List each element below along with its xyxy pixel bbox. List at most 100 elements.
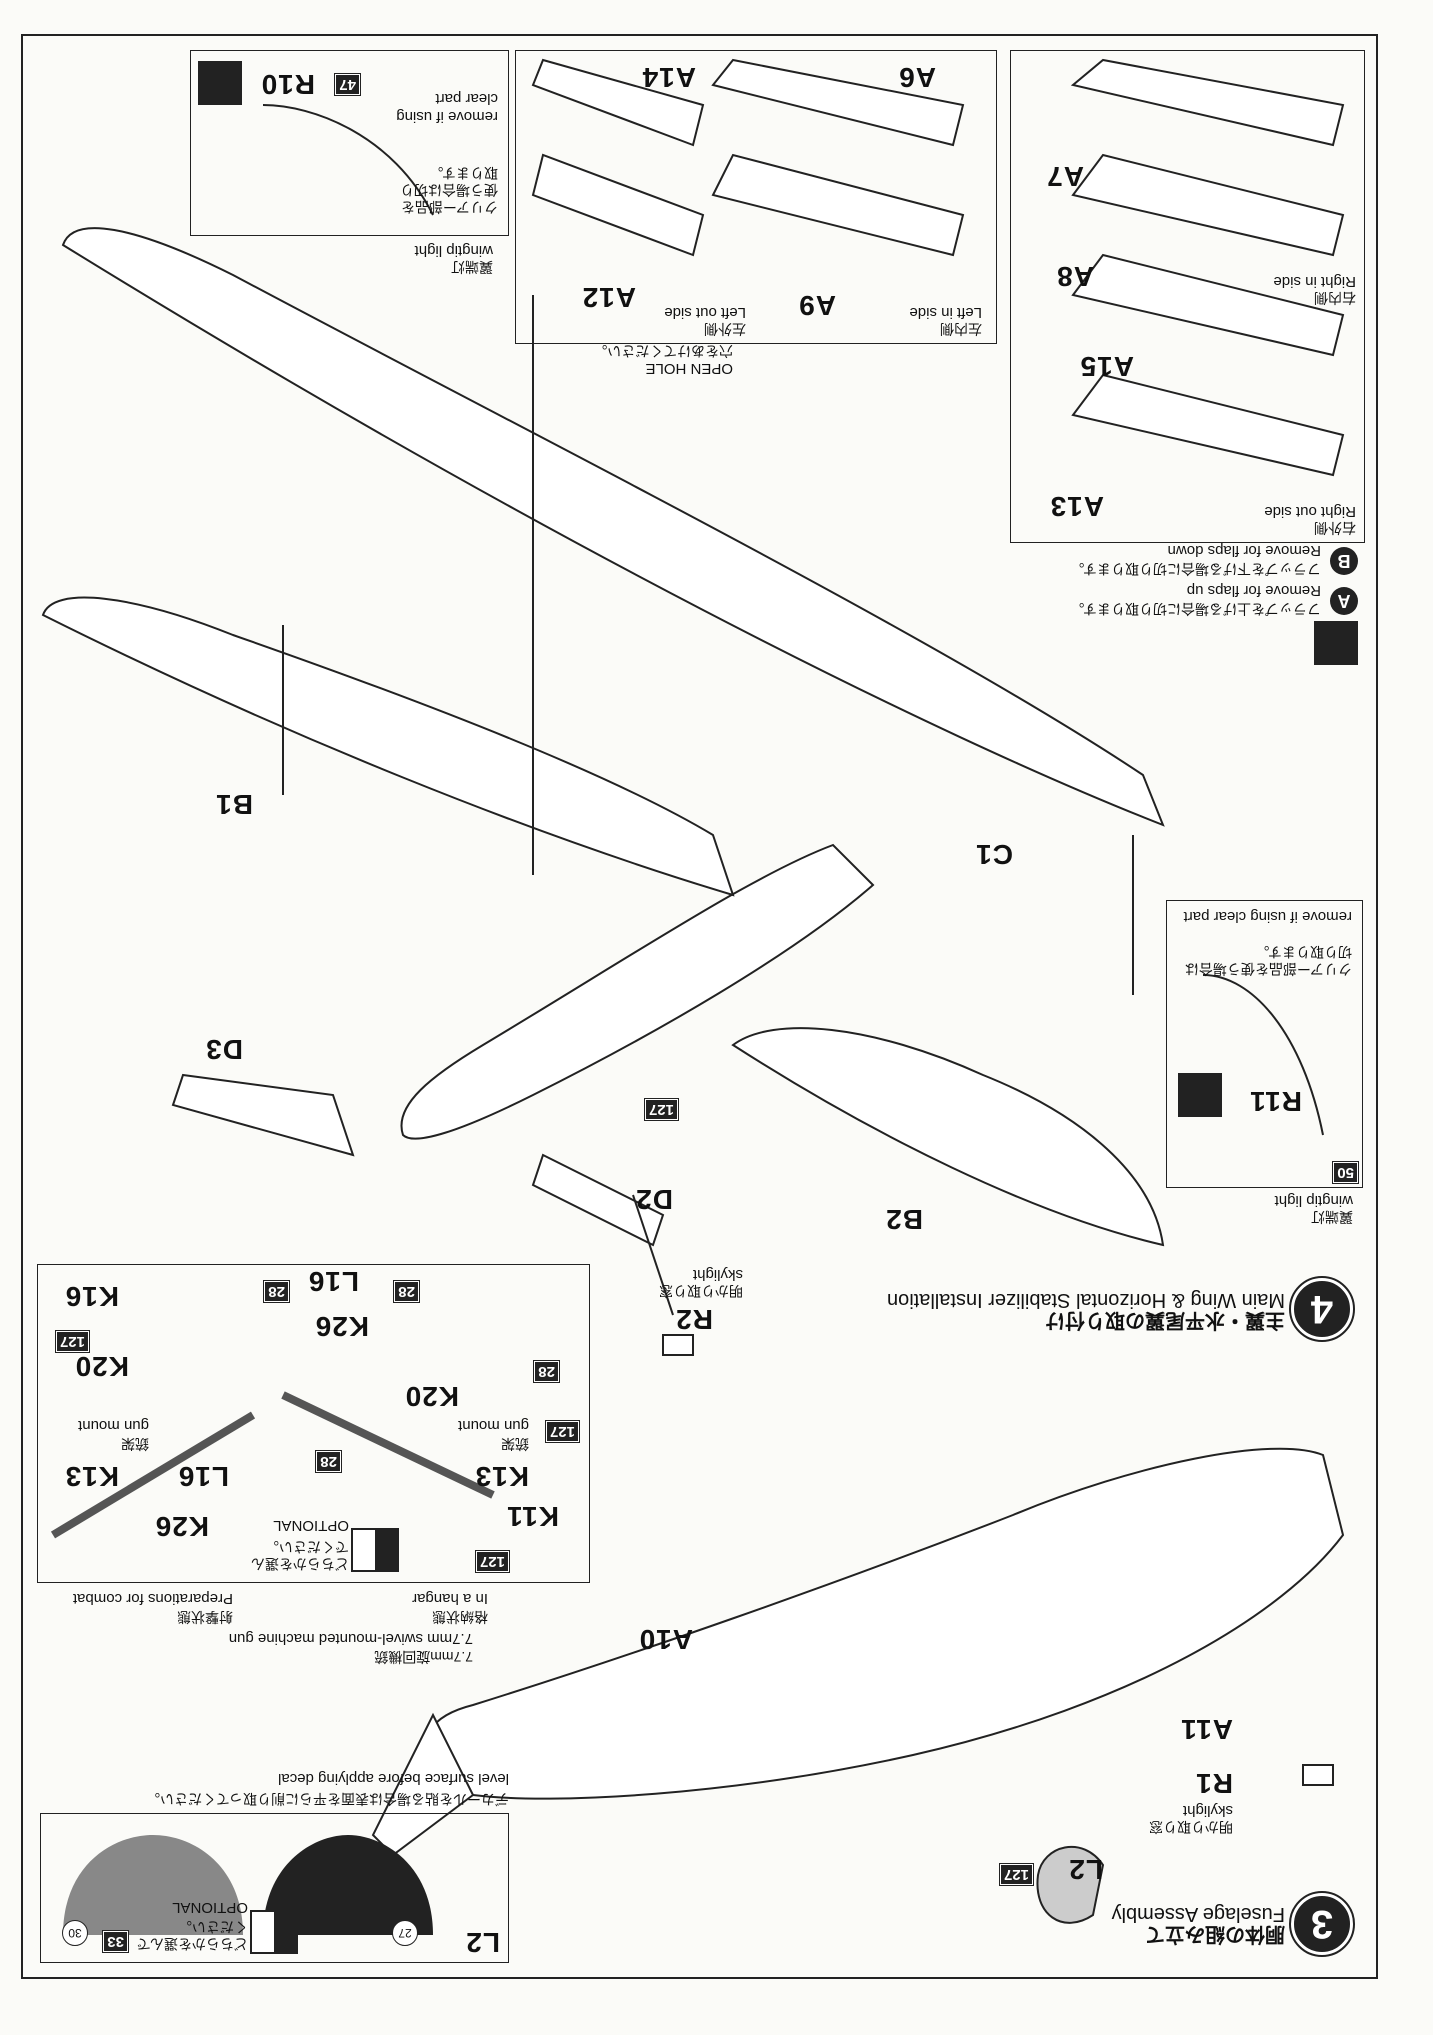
tail-fin-step3 (371, 1712, 475, 1857)
r2-skylight-jp: 明かり取り窓 (659, 1283, 743, 1299)
fuselage-step4 (400, 843, 875, 1140)
part-r11: R11 (1249, 1086, 1302, 1117)
flap-a6 (711, 58, 965, 147)
machine-gun-combat (50, 1411, 256, 1539)
color-30: 30 (62, 1920, 88, 1946)
r1-skylight-en: skylight (1182, 1802, 1233, 1819)
color-28-k20: 28 (533, 1360, 560, 1383)
open-hole-jp: 穴をあけてください。 (593, 343, 733, 359)
part-k26-combat: K26 (154, 1511, 209, 1542)
open-hole-en: OPEN HOLE (645, 360, 733, 377)
right-out-en: Right out side (1264, 503, 1356, 520)
wing-b1 (41, 596, 735, 897)
step-3-number: 3 (1289, 1891, 1355, 1957)
part-b2: B2 (885, 1204, 923, 1235)
combat-en: Preparations for combat (72, 1590, 233, 1607)
gun-title-jp: 7.7mm旋回機銃 (374, 1649, 473, 1665)
r1-skylight-jp: 明かり取り窓 (1149, 1819, 1233, 1835)
gun-mount-jp-combat: 銃架 (121, 1436, 149, 1452)
step-4-title-jp: 主翼・水平尾翼の取り付け (1045, 1309, 1285, 1331)
combat-jp: 射撃状態 (177, 1609, 233, 1625)
color-33: 33 (102, 1930, 129, 1953)
left-out-en: Left out side (664, 304, 746, 321)
part-l16-hangar: L16 (307, 1266, 359, 1297)
right-out-jp: 右外側 (1314, 520, 1356, 536)
color-47: 47 (334, 73, 361, 96)
wingtip-r11-jp: 翼端灯 (1311, 1209, 1353, 1225)
wing-b2 (731, 1027, 1165, 1247)
part-a6: A6 (898, 62, 936, 93)
part-a14: A14 (641, 62, 696, 93)
right-flap-box: 右外側 Right out side A13 A15 右内側 Right in … (1010, 50, 1365, 543)
color-28-l16: 28 (263, 1280, 290, 1303)
skylight-r1 (1302, 1764, 1334, 1786)
legend-a-en: Remove for flaps up (1186, 582, 1321, 599)
part-k20-combat: K20 (74, 1351, 129, 1382)
wingtip-r10-box: クリアー部品を使う場合は切り取ります。 remove if using clea… (190, 50, 509, 236)
optional-icon (250, 1910, 298, 1954)
instrument-panel-dark (263, 1835, 433, 1935)
legend-b-icon: B (1330, 547, 1358, 575)
gun-mount-en-combat: gun mount (78, 1417, 149, 1434)
part-l16-combat: L16 (177, 1461, 229, 1492)
wingtip-r11-en: wingtip light (1274, 1192, 1353, 1209)
machine-gun-hangar (281, 1391, 495, 1499)
left-in-jp: 左内側 (940, 321, 982, 337)
part-a15: A15 (1079, 351, 1134, 382)
color-27: 27 (392, 1920, 418, 1946)
flap-a9 (711, 153, 965, 257)
color-127-fuselage: 127 (643, 1098, 680, 1121)
cut-icon (198, 61, 242, 105)
hangar-jp: 格納状態 (432, 1609, 488, 1625)
wingtip-r11-box: 50 R11 クリアー部品を使う場合は切り取ります。 remove if usi… (1166, 900, 1363, 1188)
wing-c1 (61, 227, 1165, 827)
part-k13-hangar: K13 (474, 1461, 529, 1492)
step-4-title-en: Main Wing & Horizontal Stabilizer Instal… (887, 1289, 1285, 1311)
gun-title-en: 7.7mm swivel-mounted machine gun (228, 1630, 473, 1647)
clear-part-en: remove if using clear part (1183, 908, 1352, 925)
gun-mount-jp-hangar: 銃架 (501, 1436, 529, 1452)
legend-a-jp: フラップを上げる場合に切り取ります。 (1070, 601, 1321, 617)
stabilizer-d3 (171, 1073, 355, 1157)
part-a11: A11 (1180, 1714, 1233, 1745)
color-127-k16: 127 (54, 1330, 91, 1353)
part-b1: B1 (215, 789, 253, 820)
part-k16: K16 (64, 1281, 119, 1312)
l2-option-box: L2 27 どちらかを選んでください。 OPTIONAL 33 30 (40, 1813, 509, 1963)
cut-icon (1314, 621, 1358, 665)
gun-mount-en-hangar: gun mount (458, 1417, 529, 1434)
flap-a14 (531, 58, 705, 147)
clear-part-r10-en: remove if using clear part (396, 90, 498, 125)
step-3-title-en: Fuselage Assembly (1111, 1903, 1285, 1925)
part-k26-hangar: K26 (314, 1311, 369, 1342)
optional-icon (351, 1528, 399, 1572)
l2-box-label: L2 (465, 1927, 500, 1958)
flap-a15 (1071, 253, 1345, 357)
step-3-title-jp: 胴体の組み立て (1145, 1923, 1285, 1945)
canopy-l2 (1036, 1846, 1105, 1924)
right-in-en: Right in side (1273, 273, 1356, 290)
part-a8: A8 (1056, 261, 1094, 292)
part-a7: A7 (1046, 161, 1084, 192)
legend-b-en: Remove for flaps down (1167, 542, 1321, 559)
stabilizer-d2 (531, 1153, 665, 1247)
right-in-jp: 右内側 (1314, 290, 1356, 306)
part-a10: A10 (638, 1624, 693, 1655)
part-r2: R2 (675, 1304, 713, 1335)
l2-choose-jp: どちらかを選んでください。 (136, 1919, 248, 1952)
clear-part-r10-jp: クリアー部品を使う場合は切り取ります。 (400, 165, 498, 215)
wingtip-r10 (262, 104, 434, 216)
color-28-combat: 28 (315, 1450, 342, 1473)
left-flap-box: 左内側 Left in side A9 左外側 Left out side A1… (515, 50, 997, 344)
part-d2: D2 (635, 1184, 673, 1215)
part-c1: C1 (975, 839, 1013, 870)
flap-a7 (1070, 58, 1345, 147)
flap-a8 (1071, 153, 1345, 257)
left-out-jp: 左外側 (704, 321, 746, 337)
wingtip-r10-en: wingtip light (414, 242, 493, 259)
left-in-en: Left in side (909, 304, 982, 321)
legend-a-icon: A (1330, 587, 1358, 615)
wingtip-r11 (1202, 974, 1324, 1136)
legend-b-jp: フラップを下げる場合に切り取ります。 (1070, 561, 1321, 577)
